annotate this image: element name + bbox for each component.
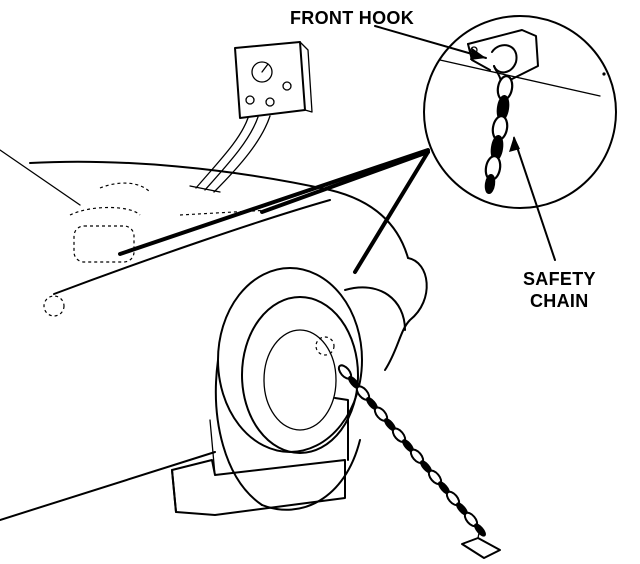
safety-chain-label-line2: CHAIN [530, 291, 589, 311]
detail-callout-circle [424, 16, 616, 208]
safety-chain-label-line1: SAFETY [523, 269, 596, 289]
front-wheel [216, 268, 362, 510]
ground-safety-chain [337, 363, 487, 537]
front-hook-label: FRONT HOOK [290, 8, 414, 28]
